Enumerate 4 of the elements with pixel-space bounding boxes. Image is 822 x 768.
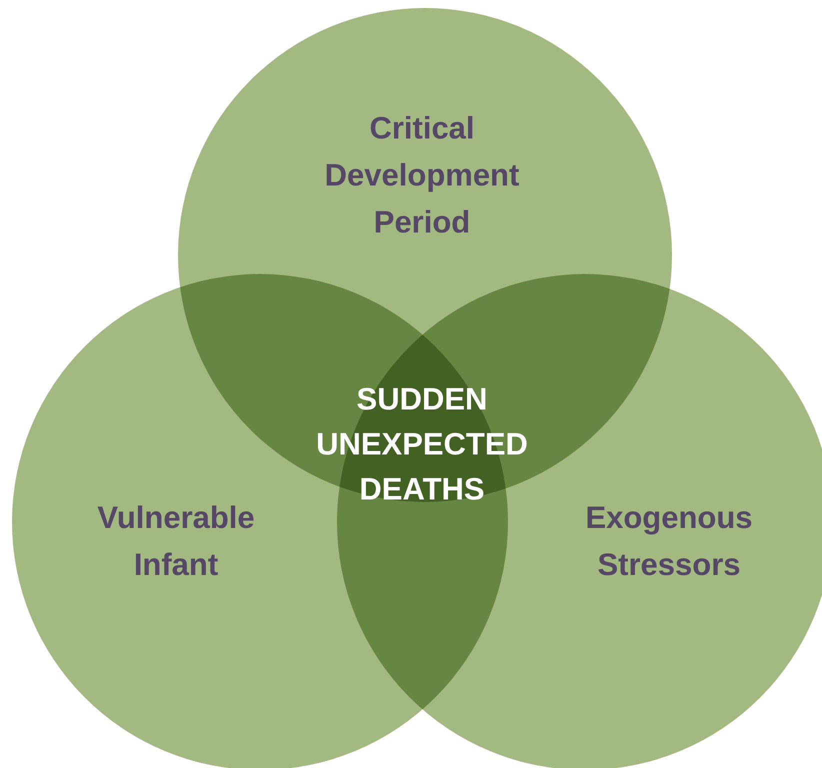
set-label: Vulnerable Infant bbox=[96, 499, 256, 584]
intersection-label: SUDDEN UNEXPECTED DEATHS bbox=[315, 380, 529, 508]
set-label: Critical Development Period bbox=[324, 110, 520, 242]
set-label: Exogenous Stressors bbox=[584, 499, 754, 584]
